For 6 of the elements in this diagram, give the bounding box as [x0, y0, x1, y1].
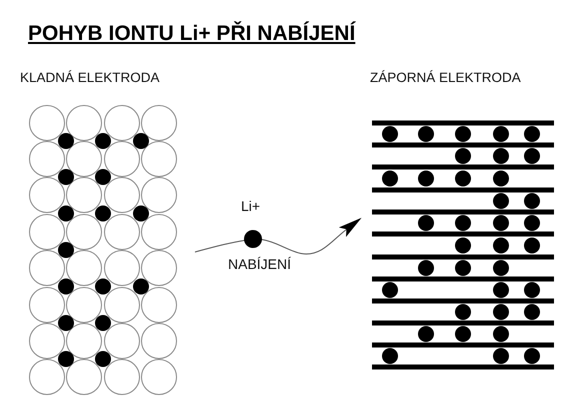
electrode-heading: ZÁPORNÁ ELEKTRODA: [370, 70, 521, 85]
wavy-arrow: [194, 218, 362, 254]
title: POHYB IONTU Li+ PŘI NABÍJENÍ: [28, 22, 356, 46]
electrode-heading: KLADNÁ ELEKTRODA: [20, 70, 160, 85]
ion-label: Li+: [241, 198, 260, 214]
edge-label: NABÍJENÍ: [228, 256, 292, 272]
